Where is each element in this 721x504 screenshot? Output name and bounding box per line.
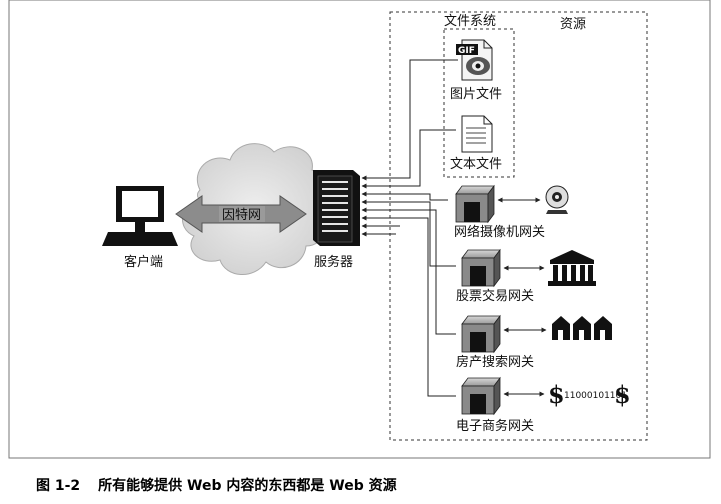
gif-image-file-icon [456, 39, 493, 81]
computer-monitor-icon [102, 186, 178, 246]
gateway-box-icon [455, 184, 495, 224]
figure-number: 图 1-2 [36, 478, 81, 494]
resources-box [389, 11, 648, 441]
webcam-icon [545, 185, 569, 214]
filesystem-label: 文件系统 [444, 14, 496, 29]
houses-icon [552, 316, 612, 340]
gateway-box-icon [461, 314, 501, 354]
client-label: 客户端 [124, 254, 163, 270]
bank-building-icon [548, 250, 596, 286]
binary-text: 11000101101 [564, 391, 627, 401]
gateway-box-icon [461, 376, 501, 416]
resources-label: 资源 [560, 17, 586, 32]
realestate-gateway-label: 房产搜索网关 [456, 354, 534, 370]
connector-text-file [361, 129, 456, 189]
gateway-box-icon [461, 248, 501, 288]
webcam-gateway-label: 网络摄像机网关 [454, 224, 545, 240]
text-document-icon [461, 115, 493, 153]
text-file-label: 文本文件 [450, 157, 502, 172]
server-connectors [361, 59, 458, 397]
internet-label: 因特网 [222, 208, 261, 223]
internet-label-bg [219, 206, 265, 222]
connector-stock-gateway [361, 199, 456, 267]
connector-ecommerce-gateway [361, 215, 456, 397]
server-label: 服务器 [314, 254, 353, 270]
gif-badge: GIF [458, 46, 475, 56]
connector-webcam-gateway [361, 191, 448, 201]
filesystem-box [443, 28, 515, 178]
image-file-label: 图片文件 [450, 87, 502, 102]
connector-image-file [361, 59, 458, 181]
server-tower-icon [313, 170, 360, 246]
figure-caption: 图 1-2 所有能够提供 Web 内容的东西都是 Web 资源 [36, 475, 397, 495]
stock-gateway-label: 股票交易网关 [456, 288, 534, 304]
dollar-sign-icon-right: $ [614, 380, 631, 409]
dollar-sign-icon-left: $ [548, 380, 565, 409]
ecommerce-gateway-label: 电子商务网关 [456, 418, 534, 434]
figure-caption-text: 所有能够提供 Web 内容的东西都是 Web 资源 [98, 478, 397, 494]
connector-realestate-gateway [361, 207, 456, 335]
